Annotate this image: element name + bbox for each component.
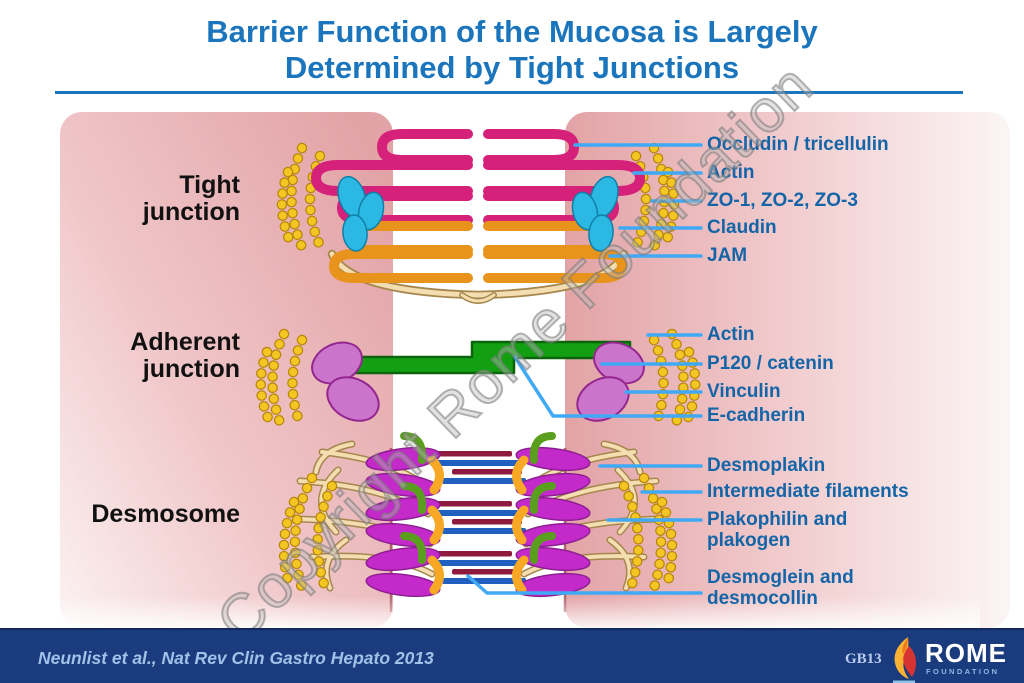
page-title: Barrier Function of the Mucosa is Largel…	[0, 14, 1024, 86]
label-plakophilin-plakogen: Plakophilin and plakogen	[707, 509, 848, 551]
logo-subtitle: FOUNDATION	[926, 667, 1000, 676]
label-zo-proteins: ZO-1, ZO-2, ZO-3	[707, 190, 858, 211]
label-occludin-tricellulin: Occludin / tricellulin	[707, 134, 889, 155]
slide-code: GB13	[845, 651, 882, 667]
label-actin-tj: Actin	[707, 162, 755, 183]
citation-text: Neunlist et al., Nat Rev Clin Gastro Hep…	[38, 648, 434, 668]
title-line-1: Barrier Function of the Mucosa is Largel…	[206, 14, 818, 49]
label-vinculin: Vinculin	[707, 381, 781, 402]
right-epithelial-cell	[565, 112, 1010, 628]
title-divider	[55, 91, 963, 94]
logo-name: ROME	[925, 638, 1007, 668]
label-actin-aj: Actin	[707, 324, 755, 345]
desmoglein-desmocollin-graphic	[430, 451, 526, 584]
section-label-tight-junction: Tight junction	[142, 171, 240, 226]
footer-bar: Neunlist et al., Nat Rev Clin Gastro Hep…	[0, 628, 1024, 683]
label-e-cadherin: E-cadherin	[707, 405, 806, 426]
label-p120-catenin: P120 / catenin	[707, 353, 834, 374]
leader-lines	[466, 143, 703, 595]
label-jam: JAM	[707, 245, 748, 266]
section-label-desmosome: Desmosome	[91, 500, 240, 528]
label-desmoplakin: Desmoplakin	[707, 455, 826, 476]
label-claudin: Claudin	[707, 217, 777, 238]
section-label-adherent-junction: Adherent junction	[130, 328, 240, 383]
label-desmoglein-desmocollin: Desmoglein and desmocollin	[707, 567, 854, 609]
title-line-2: Determined by Tight Junctions	[284, 50, 740, 85]
rome-flame-icon	[893, 637, 916, 683]
rome-foundation-logo: ROME FOUNDATION	[891, 634, 1019, 683]
label-intermediate-filaments: Intermediate filaments	[707, 481, 909, 502]
left-epithelial-cell	[60, 112, 393, 628]
